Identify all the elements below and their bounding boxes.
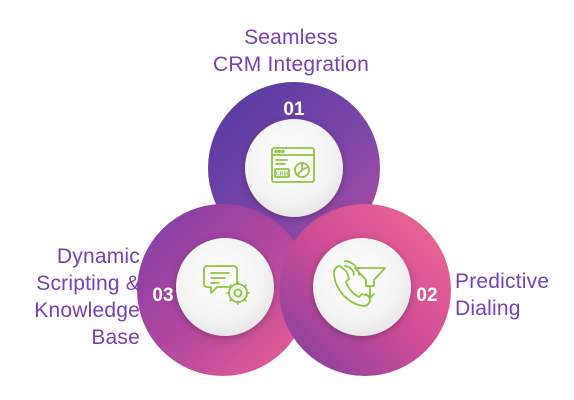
crm-icon-text: CRM <box>276 172 289 178</box>
phone-filter-icon <box>333 260 386 307</box>
label-line: Seamless <box>244 26 338 49</box>
label-line: CRM Integration <box>213 53 369 76</box>
label-predictive-dialing: Predictive Dialing <box>455 268 549 322</box>
label-seamless-crm: Seamless CRM Integration <box>178 24 404 78</box>
inner-circle-02 <box>313 238 411 336</box>
inner-circle-01 <box>245 119 343 217</box>
number-03: 03 <box>152 285 173 306</box>
label-line: Dynamic <box>56 245 140 268</box>
label-line: Predictive <box>455 270 550 293</box>
label-line: Dialing <box>455 297 521 320</box>
label-line: Knowledge <box>34 299 140 322</box>
number-01: 01 <box>283 99 305 120</box>
label-dynamic-scripting: Dynamic Scripting & Knowledge Base <box>8 243 140 351</box>
chat-gear-icon <box>203 265 250 305</box>
label-line: Scripting & <box>36 272 140 295</box>
number-02: 02 <box>416 285 437 306</box>
label-line: Base <box>91 326 140 349</box>
crm-browser-icon <box>271 147 315 183</box>
